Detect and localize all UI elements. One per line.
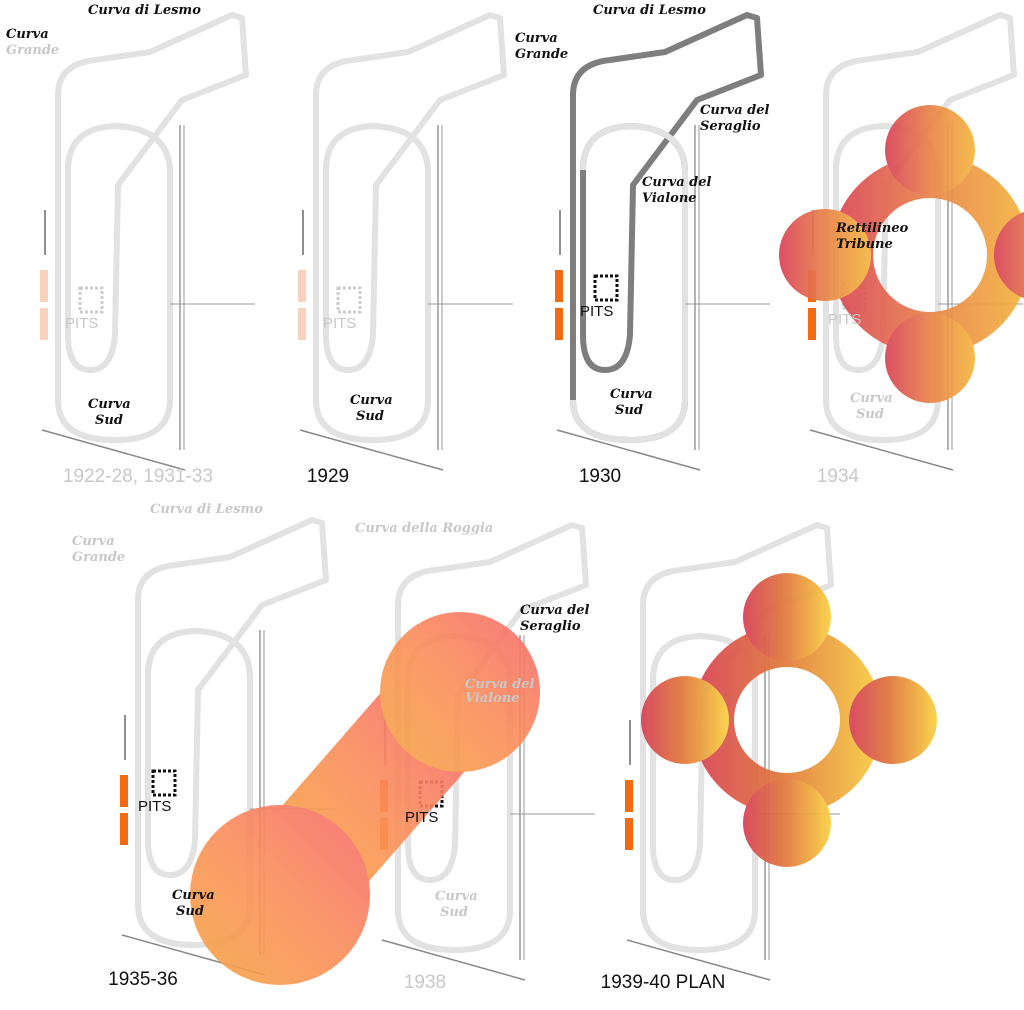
grandstand-marker	[555, 308, 563, 340]
corner-label: Curva di Lesmo	[88, 3, 201, 18]
grandstand-marker	[40, 270, 48, 302]
corner-label: Curva di Lesmo	[150, 502, 263, 517]
year-caption: 1934	[817, 466, 860, 487]
overlay-blob-bottom-right	[641, 573, 937, 867]
high-speed-oval	[570, 122, 688, 444]
corner-label: Seraglio	[700, 119, 761, 134]
pits-label: PITS	[580, 303, 613, 320]
year-caption: 1939-40 PLAN	[601, 972, 726, 993]
boundary-road	[299, 429, 444, 471]
checkered-flag-icon	[336, 286, 362, 314]
checkered-flag-icon	[593, 274, 619, 302]
corner-label: Curva	[72, 534, 115, 549]
high-speed-oval	[640, 632, 758, 954]
corner-label: Curva del	[642, 175, 712, 190]
boundary-road	[41, 429, 186, 471]
year-caption: 1930	[579, 466, 621, 487]
year-caption: 1922-28, 1931-33	[63, 466, 213, 487]
boundary-road	[556, 429, 701, 471]
corner-label: Curva	[515, 31, 558, 46]
corner-label: Sud	[356, 409, 384, 424]
grandstand-marker	[298, 270, 306, 302]
circuit-panel-labels-7: 1939-40 PLAN	[601, 972, 726, 993]
corner-label: Seraglio	[520, 619, 581, 634]
corner-label: Curva	[350, 393, 393, 408]
pits-label: PITS	[828, 311, 861, 328]
boundary-road	[381, 939, 526, 981]
corner-label: Vialone	[642, 191, 697, 206]
pits-label: PITS	[65, 315, 98, 332]
checkered-flag-icon	[151, 769, 177, 797]
grandstand-marker	[120, 813, 128, 845]
grandstand-marker	[625, 818, 633, 850]
corner-label: Sud	[176, 904, 204, 919]
road-course	[570, 12, 764, 443]
road-course	[313, 12, 507, 443]
corner-label: Curva di Lesmo	[593, 3, 706, 18]
road-course	[55, 12, 249, 443]
corner-label: Curva del	[520, 603, 590, 618]
year-caption: 1929	[307, 466, 349, 487]
corner-label: Grande	[72, 550, 125, 565]
grandstand-marker	[625, 780, 633, 812]
year-caption: 1938	[404, 972, 446, 993]
corner-label: Grande	[6, 43, 59, 58]
corner-label: Curva della Roggia	[355, 521, 493, 536]
overlay-blob-top-right	[779, 105, 1024, 403]
overlay-blob-bottom-middle	[190, 612, 540, 985]
pits-label: PITS	[138, 798, 171, 815]
corner-label: Sud	[95, 413, 123, 428]
grandstand-marker	[298, 308, 306, 340]
corner-label: Curva	[435, 889, 478, 904]
corner-label: Curva	[6, 27, 49, 42]
pits-label: PITS	[323, 315, 356, 332]
corner-label: Sud	[615, 403, 643, 418]
boundary-road	[626, 939, 771, 981]
track-layer	[40, 12, 1023, 981]
grandstand-marker	[555, 270, 563, 302]
high-speed-oval	[55, 122, 173, 444]
pits-label: PITS	[405, 809, 438, 826]
corner-label: Sud	[440, 905, 468, 920]
corner-label: Vialone	[465, 691, 520, 706]
corner-label: Curva del	[700, 103, 770, 118]
grandstand-marker	[40, 308, 48, 340]
year-caption: 1935-36	[108, 969, 178, 990]
corner-label: Curva del	[465, 677, 535, 692]
grandstand-marker	[808, 308, 816, 340]
circuit-panel-2	[298, 12, 513, 471]
corner-label: Grande	[515, 47, 568, 62]
grandstand-marker	[120, 775, 128, 807]
high-speed-oval	[313, 122, 431, 444]
circuit-panel-3	[555, 12, 770, 471]
corner-label: Tribune	[836, 237, 893, 252]
corner-label: Curva	[850, 391, 893, 406]
boundary-road	[809, 429, 954, 471]
corner-label: Curva	[610, 387, 653, 402]
corner-label: Curva	[88, 397, 131, 412]
corner-label: Curva	[172, 888, 215, 903]
corner-label: Sud	[856, 407, 884, 422]
corner-label: Rettilineo	[835, 221, 909, 236]
checkered-flag-icon	[78, 286, 104, 314]
circuit-panel-1	[40, 12, 255, 471]
